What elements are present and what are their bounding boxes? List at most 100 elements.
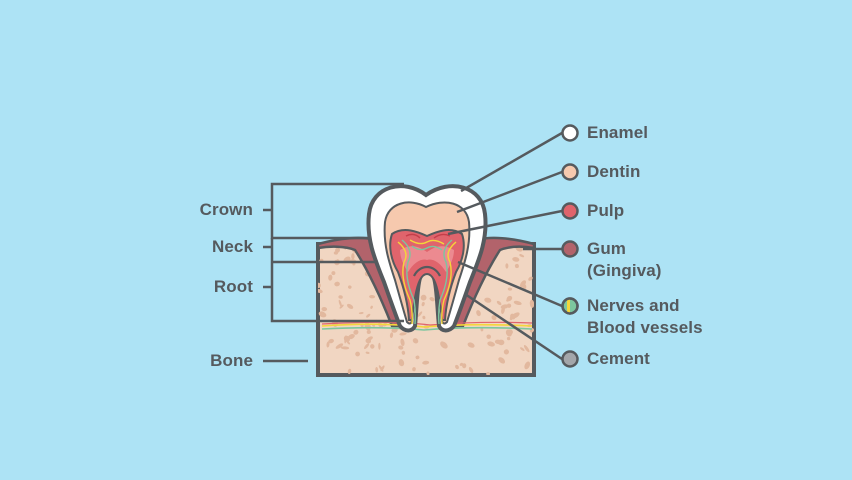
bone-spot bbox=[455, 364, 459, 370]
bone-spot bbox=[378, 342, 381, 350]
bone-spot bbox=[505, 329, 512, 337]
bone-spot bbox=[491, 315, 497, 321]
bone-spot bbox=[318, 311, 327, 318]
bone-spot bbox=[429, 297, 435, 302]
bone-spot bbox=[503, 349, 509, 355]
bone-spot bbox=[420, 294, 427, 301]
bone-spot bbox=[514, 263, 519, 269]
bone-spot bbox=[399, 332, 407, 336]
bone-spot bbox=[398, 359, 405, 367]
bone-spot bbox=[340, 346, 350, 350]
bone-spot bbox=[338, 299, 342, 308]
bone-spot bbox=[486, 372, 490, 375]
bone-spot bbox=[318, 289, 323, 294]
label-pulp: Pulp bbox=[587, 201, 625, 220]
nerves-dot-icon bbox=[561, 297, 579, 315]
label-nerves: Nerves and bbox=[587, 296, 680, 315]
legend-dots bbox=[561, 124, 579, 368]
bone-spot bbox=[486, 334, 491, 339]
bone-spot bbox=[520, 347, 525, 351]
bone-spot bbox=[338, 295, 343, 299]
bone-spot bbox=[440, 341, 448, 349]
bone-spot bbox=[412, 338, 419, 344]
bone-spot bbox=[364, 343, 370, 350]
bone-spot bbox=[346, 303, 354, 309]
bone-spot bbox=[328, 338, 334, 344]
bone-spot bbox=[422, 360, 430, 365]
bone-spot bbox=[506, 336, 511, 341]
bone-spot bbox=[505, 263, 509, 269]
bone-spot bbox=[328, 274, 333, 281]
bone-spot bbox=[334, 281, 340, 287]
bone-spot bbox=[510, 313, 516, 320]
label-cement: Cement bbox=[587, 349, 650, 368]
bone-spot bbox=[426, 371, 430, 375]
bone-spot bbox=[507, 287, 513, 291]
pulp-nerves bbox=[397, 233, 457, 325]
bone-spot bbox=[331, 271, 336, 276]
bone-spot bbox=[529, 299, 534, 308]
bone-spot bbox=[366, 329, 371, 335]
bone-spot bbox=[524, 361, 531, 370]
label-neck: Neck bbox=[211, 237, 253, 256]
bone-spot bbox=[480, 327, 484, 332]
bone-spot bbox=[370, 305, 373, 309]
bone-spot bbox=[421, 301, 425, 307]
bone-spot bbox=[468, 367, 474, 373]
bone-spot bbox=[528, 276, 533, 281]
bone-spot bbox=[389, 332, 394, 338]
label-crown: Crown bbox=[199, 200, 253, 219]
bone-spot bbox=[519, 280, 527, 288]
bone-spot bbox=[348, 285, 352, 289]
bone-spot bbox=[351, 253, 355, 260]
enamel-dot-icon bbox=[561, 124, 579, 142]
bone-spot bbox=[462, 363, 467, 369]
bone-spot bbox=[523, 345, 530, 353]
bone-spot bbox=[500, 304, 509, 309]
bone-spot bbox=[335, 343, 344, 349]
bone-spot bbox=[417, 311, 423, 317]
bone-spot bbox=[422, 315, 426, 320]
bone-spot bbox=[378, 365, 384, 372]
label-bone: Bone bbox=[210, 351, 253, 370]
bone-spot bbox=[467, 342, 475, 348]
bone-spot bbox=[496, 300, 502, 306]
bone-spot bbox=[347, 368, 352, 375]
label-root: Root bbox=[213, 277, 253, 296]
bone-spot bbox=[375, 367, 379, 373]
bone-spot bbox=[365, 351, 370, 354]
bone-spot bbox=[358, 312, 364, 315]
pulp-dot-icon bbox=[561, 202, 579, 220]
bone-spot bbox=[321, 306, 328, 312]
label-gingiva: (Gingiva) bbox=[587, 261, 662, 280]
bone-spot bbox=[366, 313, 371, 318]
bone-nerves bbox=[321, 321, 533, 331]
bone-spot bbox=[369, 294, 376, 299]
right-pointers bbox=[447, 131, 563, 361]
bone-spot bbox=[366, 336, 373, 341]
bone-spot bbox=[512, 257, 520, 262]
bone-spot bbox=[400, 338, 405, 347]
bone-spot bbox=[355, 351, 360, 357]
bone-spot bbox=[484, 297, 492, 303]
label-blood-vessels: Blood vessels bbox=[587, 318, 703, 337]
label-enamel: Enamel bbox=[587, 123, 649, 142]
gum-dot-icon bbox=[561, 240, 579, 258]
bone-spot bbox=[506, 299, 510, 302]
bone-spot bbox=[346, 340, 351, 345]
bone-spot bbox=[398, 345, 404, 350]
bone-spot bbox=[333, 251, 338, 255]
bone-spot bbox=[494, 339, 502, 345]
bone-spot bbox=[353, 329, 359, 335]
cement-dot-icon bbox=[561, 350, 579, 368]
bone-spot bbox=[487, 341, 495, 347]
bone-spot bbox=[401, 350, 406, 355]
left-brackets bbox=[263, 182, 404, 363]
bone-spot bbox=[318, 282, 321, 289]
bone-spot bbox=[326, 341, 330, 348]
bone-spot bbox=[476, 310, 481, 317]
bone-spot bbox=[370, 344, 375, 349]
bone-spot bbox=[343, 335, 350, 342]
bone-spot bbox=[519, 254, 525, 258]
